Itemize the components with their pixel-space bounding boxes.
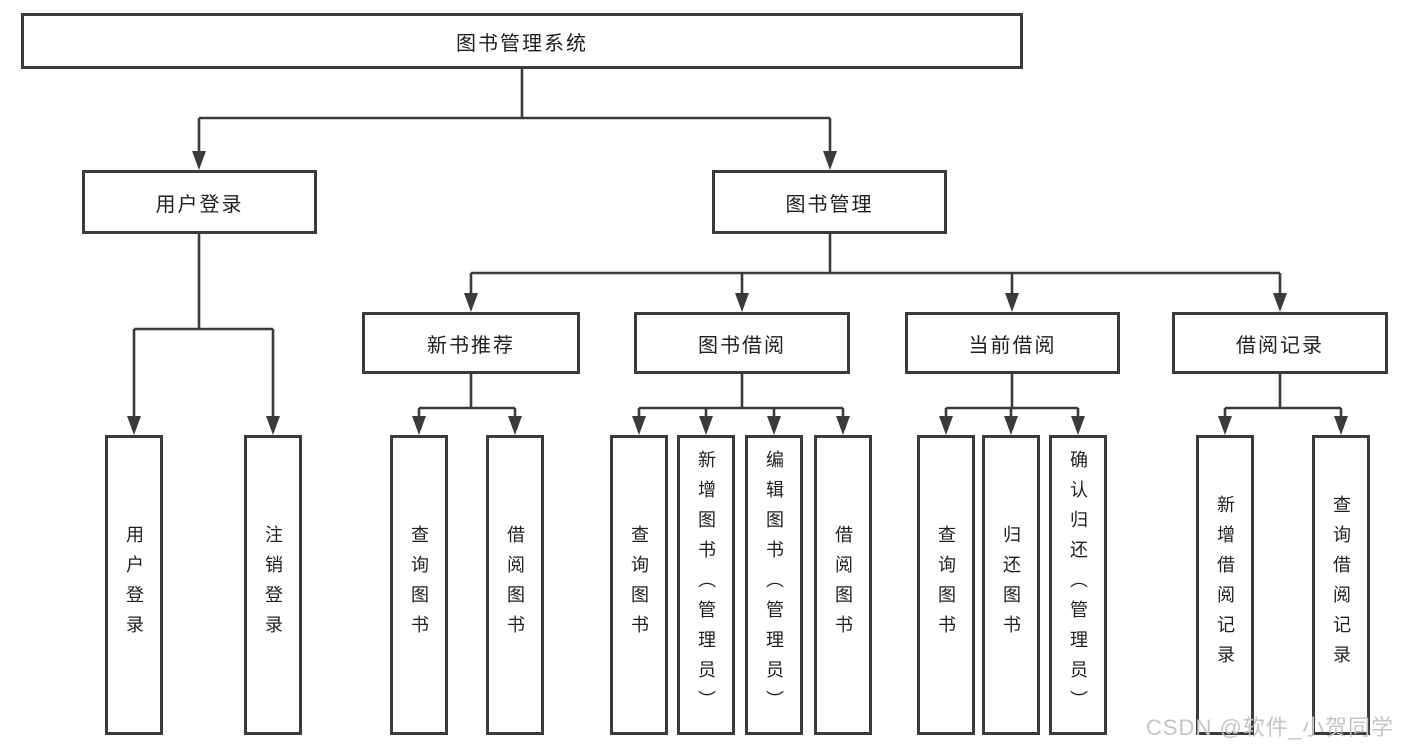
node-current-borrowing: 当前借阅 xyxy=(905,312,1120,374)
leaf-recommend-query-book: 查询图书 xyxy=(390,435,448,735)
leaf-borrow-edit-book-admin: 编辑图书（管理员） xyxy=(745,435,803,735)
node-new-book-recommend: 新书推荐 xyxy=(362,312,580,374)
leaf-logout: 注销登录 xyxy=(244,435,302,735)
leaf-borrow-add-book-admin: 新增图书（管理员） xyxy=(677,435,735,735)
node-user-login: 用户登录 xyxy=(82,170,317,234)
node-borrowing-records: 借阅记录 xyxy=(1172,312,1388,374)
watermark: CSDN @软件_小贺同学 xyxy=(1146,715,1395,740)
node-library-management-system: 图书管理系统 xyxy=(21,13,1023,69)
leaf-current-return-book: 归还图书 xyxy=(982,435,1040,735)
leaf-user-login: 用户登录 xyxy=(105,435,163,735)
leaf-current-query-book: 查询图书 xyxy=(917,435,975,735)
leaf-recommend-borrow-book: 借阅图书 xyxy=(486,435,544,735)
leaf-current-confirm-return-admin: 确认归还（管理员） xyxy=(1049,435,1107,735)
node-book-borrowing: 图书借阅 xyxy=(634,312,850,374)
leaf-borrow-query-book: 查询图书 xyxy=(610,435,668,735)
node-book-management: 图书管理 xyxy=(712,170,947,234)
leaf-records-query-record: 查询借阅记录 xyxy=(1312,435,1370,735)
leaf-records-add-record: 新增借阅记录 xyxy=(1196,435,1254,735)
arrowheads xyxy=(127,151,1348,435)
leaf-borrow-borrow-book: 借阅图书 xyxy=(814,435,872,735)
